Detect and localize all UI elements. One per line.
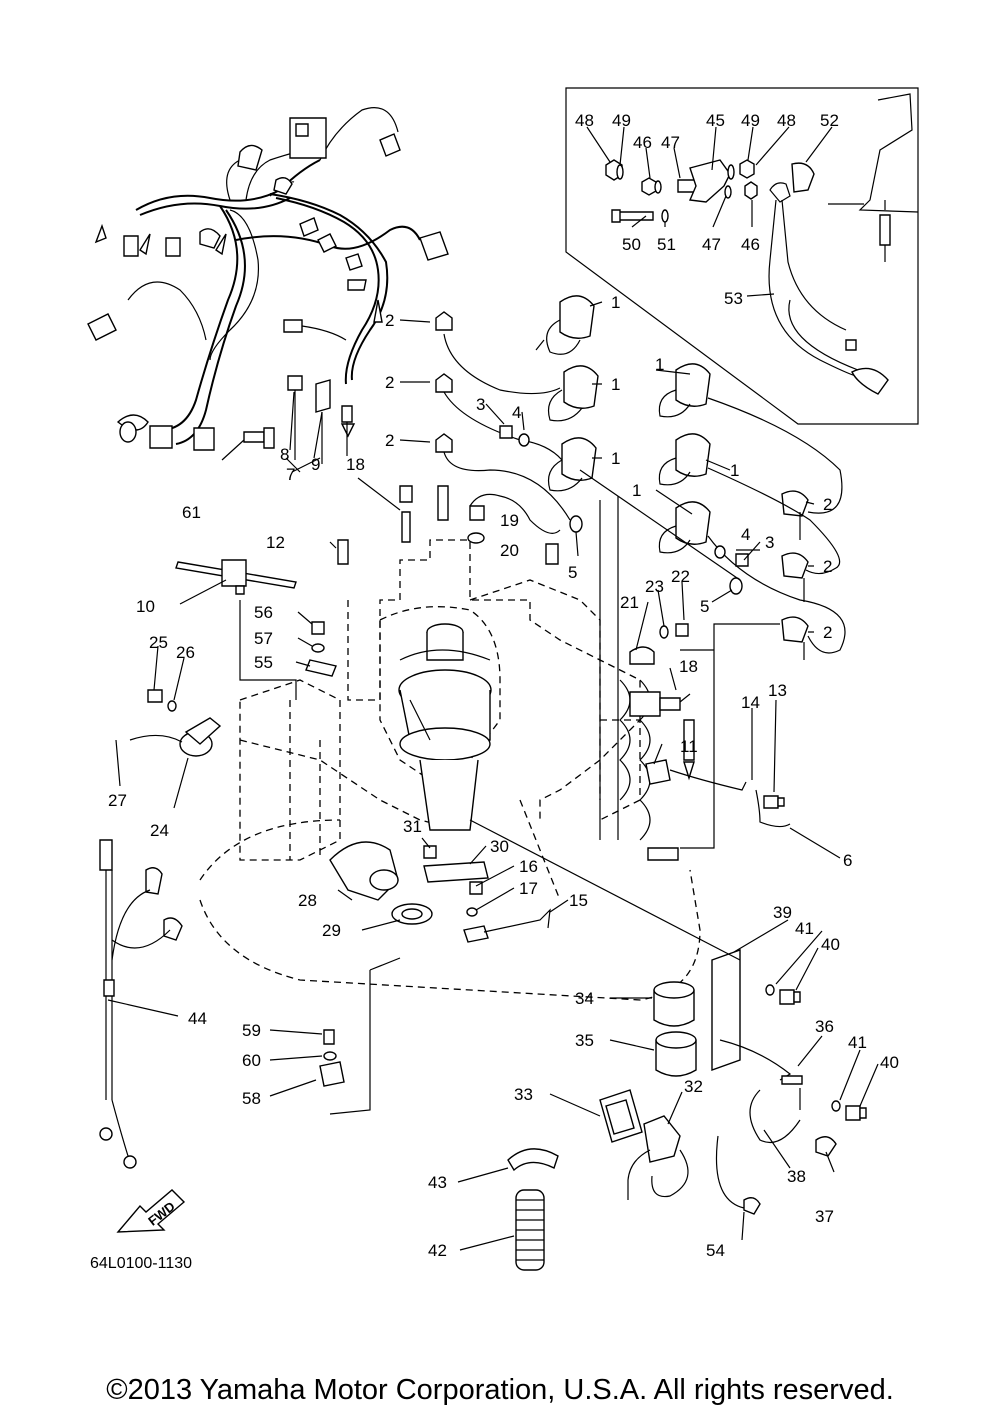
callout-53: 53 (724, 289, 743, 308)
callout-3: 3 (476, 395, 485, 414)
callout-48: 48 (575, 111, 594, 130)
callout-59: 59 (242, 1021, 261, 1040)
callout-27: 27 (108, 791, 127, 810)
callout-7: 7 (286, 465, 295, 484)
callout-41: 41 (795, 919, 814, 938)
callout-1: 1 (655, 355, 664, 374)
callout-10: 10 (136, 597, 155, 616)
callout-45: 45 (706, 111, 725, 130)
callout-41: 41 (848, 1033, 867, 1052)
callout-55: 55 (254, 653, 273, 672)
callout-19: 19 (500, 511, 519, 530)
callout-21: 21 (620, 593, 639, 612)
leader-lines (107, 301, 879, 1251)
callout-39: 39 (773, 903, 792, 922)
callout-40: 40 (821, 935, 840, 954)
callout-26: 26 (176, 643, 195, 662)
callout-48: 48 (777, 111, 796, 130)
callout-20: 20 (500, 541, 519, 560)
callout-8: 8 (280, 445, 289, 464)
callout-33: 33 (514, 1085, 533, 1104)
callout-61: 61 (182, 503, 201, 522)
callout-2: 2 (385, 373, 394, 392)
callout-2: 2 (823, 557, 832, 576)
callout-34: 34 (575, 989, 594, 1008)
callout-1: 1 (611, 293, 620, 312)
callout-30: 30 (490, 837, 509, 856)
callout-50: 50 (622, 235, 641, 254)
callout-9: 9 (311, 455, 320, 474)
callout-6: 6 (843, 851, 852, 870)
callout-1: 1 (611, 375, 620, 394)
callout-60: 60 (242, 1051, 261, 1070)
callout-11: 11 (680, 737, 698, 756)
callout-29: 29 (322, 921, 341, 940)
callout-5: 5 (568, 563, 577, 582)
part-code: 64L0100-1130 (90, 1255, 192, 1272)
fwd-arrow: FWD (116, 1189, 186, 1233)
callout-labels: 48 49 45 49 48 52 46 47 50 51 47 46 53 1… (108, 111, 899, 1260)
wire-harness (87, 107, 449, 464)
callout-24: 24 (150, 821, 169, 840)
callout-52: 52 (820, 111, 839, 130)
callout-32: 32 (684, 1077, 703, 1096)
callout-14: 14 (741, 693, 760, 712)
callout-16: 16 (519, 857, 538, 876)
callout-57: 57 (254, 629, 273, 648)
engine-outline (199, 496, 701, 1001)
callout-17: 17 (519, 879, 538, 898)
callout-58: 58 (242, 1089, 261, 1108)
callout-46: 46 (741, 235, 760, 254)
callout-4: 4 (512, 403, 521, 422)
callout-2: 2 (385, 311, 394, 330)
callout-56: 56 (254, 603, 273, 622)
callout-51: 51 (657, 235, 676, 254)
callout-13: 13 (768, 681, 787, 700)
callout-5: 5 (700, 597, 709, 616)
callout-22: 22 (671, 567, 690, 586)
callout-25: 25 (149, 633, 168, 652)
callout-42: 42 (428, 1241, 447, 1260)
callout-12: 12 (266, 533, 285, 552)
callout-4: 4 (741, 525, 750, 544)
callout-46: 46 (633, 133, 652, 152)
callout-1: 1 (611, 449, 620, 468)
callout-49: 49 (741, 111, 760, 130)
callout-1: 1 (632, 481, 641, 500)
callout-31: 31 (403, 817, 422, 836)
callout-28: 28 (298, 891, 317, 910)
callout-36: 36 (815, 1017, 834, 1036)
callout-35: 35 (575, 1031, 594, 1050)
callout-47: 47 (661, 133, 680, 152)
callout-37: 37 (815, 1207, 834, 1226)
copyright-notice: ©2013 Yamaha Motor Corporation, U.S.A. A… (106, 1374, 894, 1406)
callout-44: 44 (188, 1009, 207, 1028)
callout-38: 38 (787, 1167, 806, 1186)
callout-47: 47 (702, 235, 721, 254)
callout-18: 18 (679, 657, 698, 676)
callout-23: 23 (645, 577, 664, 596)
lower-components (99, 425, 867, 1271)
callout-15: 15 (569, 891, 588, 910)
callout-54: 54 (706, 1241, 725, 1260)
callout-3: 3 (765, 533, 774, 552)
callout-1: 1 (730, 461, 739, 480)
callout-40: 40 (880, 1053, 899, 1072)
callout-2: 2 (385, 431, 394, 450)
callout-2: 2 (823, 623, 832, 642)
callout-43: 43 (428, 1173, 447, 1192)
callout-49: 49 (612, 111, 631, 130)
inset-detail (565, 87, 919, 425)
ignition-coils (435, 295, 846, 660)
callout-2: 2 (823, 495, 832, 514)
callout-18: 18 (346, 455, 365, 474)
